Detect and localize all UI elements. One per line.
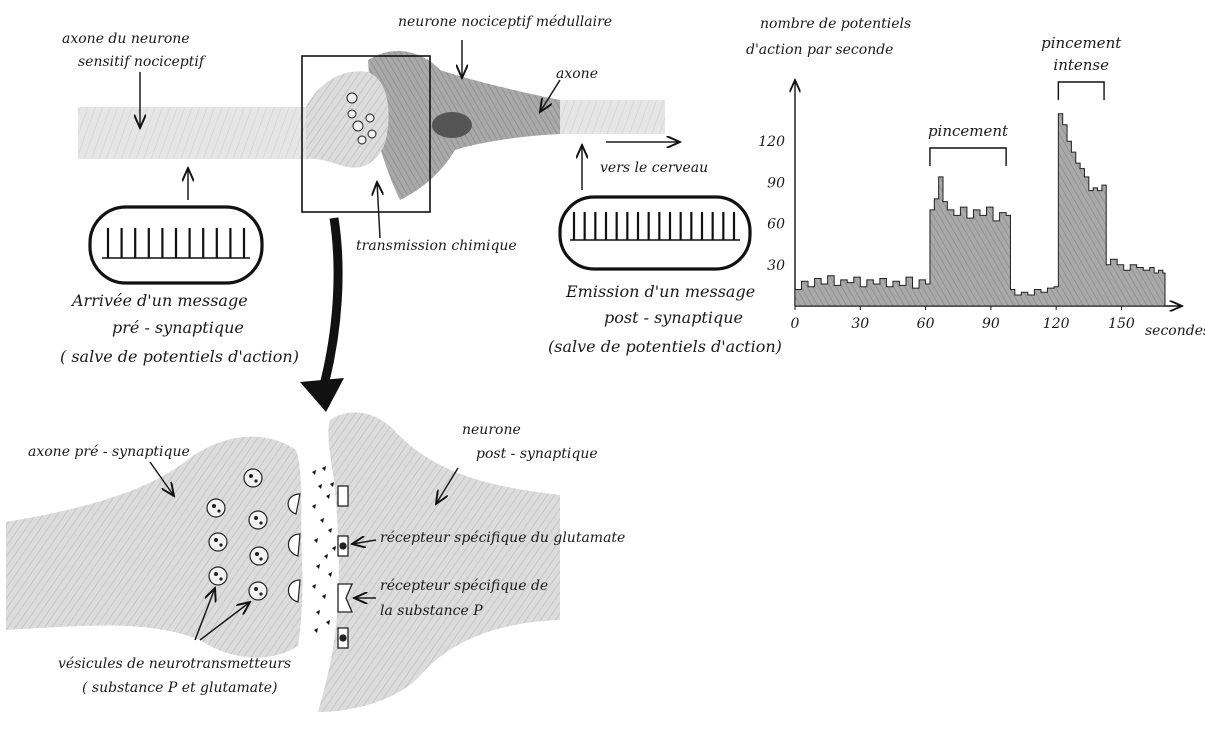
nucleus bbox=[432, 112, 472, 138]
neurotransmitter-molecule bbox=[320, 518, 324, 523]
label-emission-1: Emission d'un message bbox=[565, 282, 755, 301]
neurotransmitter-molecule bbox=[316, 564, 320, 569]
neurotransmitter-molecule bbox=[328, 572, 332, 577]
chart-ylabel-2: d'action par seconde bbox=[746, 42, 893, 58]
neurotransmitter-molecule bbox=[318, 484, 322, 489]
chart-annotations: pincement pincement intense bbox=[928, 34, 1122, 166]
y-tick-label: 90 bbox=[767, 175, 785, 191]
annotation-bracket bbox=[930, 148, 1006, 166]
neurotransmitter-molecule bbox=[312, 504, 316, 509]
postsynaptic-spike-train bbox=[570, 212, 740, 240]
zoom-arrow bbox=[324, 218, 338, 385]
y-tick-labels: 30 60 90 120 bbox=[758, 134, 785, 274]
x-tick-label: 90 bbox=[982, 316, 1000, 332]
firing-rate-chart: 0306090120150 306090120 pincementpinceme… bbox=[746, 16, 1205, 339]
label-vesicules-1: vésicules de neurotransmetteurs bbox=[58, 656, 291, 672]
annotation-label: intense bbox=[1053, 56, 1109, 74]
y-tick-label: 60 bbox=[767, 217, 785, 233]
neurotransmitter-molecule bbox=[330, 482, 334, 487]
zoom-arrowhead bbox=[300, 378, 344, 412]
presynaptic-spike-train bbox=[102, 228, 250, 258]
neurotransmitter-molecule bbox=[322, 594, 326, 599]
neurotransmitter-molecule bbox=[312, 584, 316, 589]
y-tick-label: 120 bbox=[758, 134, 785, 150]
label-recepteur-glutamate: récepteur spécifique du glutamate bbox=[380, 530, 625, 546]
x-tick-label: 30 bbox=[851, 316, 869, 332]
neurotransmitter-molecule bbox=[312, 470, 316, 475]
neurotransmitter-molecule bbox=[322, 466, 326, 471]
label-recepteur-substance-1: récepteur spécifique de bbox=[380, 578, 548, 594]
neurotransmitter-molecule bbox=[316, 610, 320, 615]
x-tick-label: 0 bbox=[791, 316, 800, 332]
annotation-label: pincement bbox=[1041, 34, 1122, 52]
label-emission-2: post - synaptique bbox=[604, 308, 743, 327]
neurotransmitter-molecule bbox=[332, 546, 336, 551]
label-vers-cerveau: vers le cerveau bbox=[600, 160, 708, 176]
label-recepteur-substance-2: la substance P bbox=[380, 603, 483, 619]
label-axone-pre: axone pré - synaptique bbox=[28, 444, 190, 460]
chart-ylabel-1: nombre de potentiels bbox=[760, 16, 911, 32]
x-tick-label: 120 bbox=[1043, 316, 1070, 332]
annotation-bracket bbox=[1058, 82, 1104, 100]
x-tick-label: 60 bbox=[917, 316, 935, 332]
firing-rate-area bbox=[795, 114, 1165, 306]
presynaptic-terminal bbox=[306, 71, 389, 167]
arrow-transmission bbox=[377, 182, 380, 238]
label-neurone-post-2: post - synaptique bbox=[476, 446, 598, 462]
neurotransmitter-molecule bbox=[328, 528, 332, 533]
neurotransmitter-molecule bbox=[324, 554, 328, 559]
x-tick-labels: 0 30 60 90 120 150 bbox=[791, 306, 1135, 332]
output-axon-band bbox=[545, 100, 665, 134]
neurotransmitter-molecule bbox=[314, 628, 318, 633]
neurotransmitter-molecule bbox=[326, 620, 330, 625]
synaptic-cleft-molecules bbox=[312, 466, 336, 633]
neurotransmitter-molecule bbox=[326, 494, 330, 499]
label-vesicules-2: ( substance P et glutamate) bbox=[82, 680, 277, 696]
postsynaptic-spike-box bbox=[560, 197, 750, 269]
label-axone-sensitif-2: sensitif nociceptif bbox=[78, 54, 207, 70]
label-axone-sensitif-1: axone du neurone bbox=[62, 31, 190, 47]
label-emission-3: (salve de potentiels d'action) bbox=[548, 337, 782, 356]
label-arrivee-3: ( salve de potentiels d'action) bbox=[60, 347, 299, 366]
neurotransmitter-molecule bbox=[314, 538, 318, 543]
label-neurone-medullaire: neurone nociceptif médullaire bbox=[398, 14, 612, 30]
x-tick-label: 150 bbox=[1108, 316, 1135, 332]
annotation-label: pincement bbox=[928, 122, 1009, 140]
chart-xlabel: secondes bbox=[1145, 323, 1205, 339]
y-tick-label: 30 bbox=[767, 258, 785, 274]
sensory-axon-band bbox=[78, 107, 306, 159]
label-axone: axone bbox=[556, 66, 598, 82]
label-arrivee-1: Arrivée d'un message bbox=[70, 291, 248, 310]
label-arrivee-2: pré - synaptique bbox=[112, 318, 244, 337]
label-transmission: transmission chimique bbox=[356, 238, 517, 254]
top-synapse-schematic: axone du neurone sensitif nociceptif neu… bbox=[60, 14, 782, 412]
bottom-synapse-detail: axone pré - synaptique neurone post - sy… bbox=[6, 412, 625, 712]
label-neurone-post-1: neurone bbox=[462, 422, 521, 438]
